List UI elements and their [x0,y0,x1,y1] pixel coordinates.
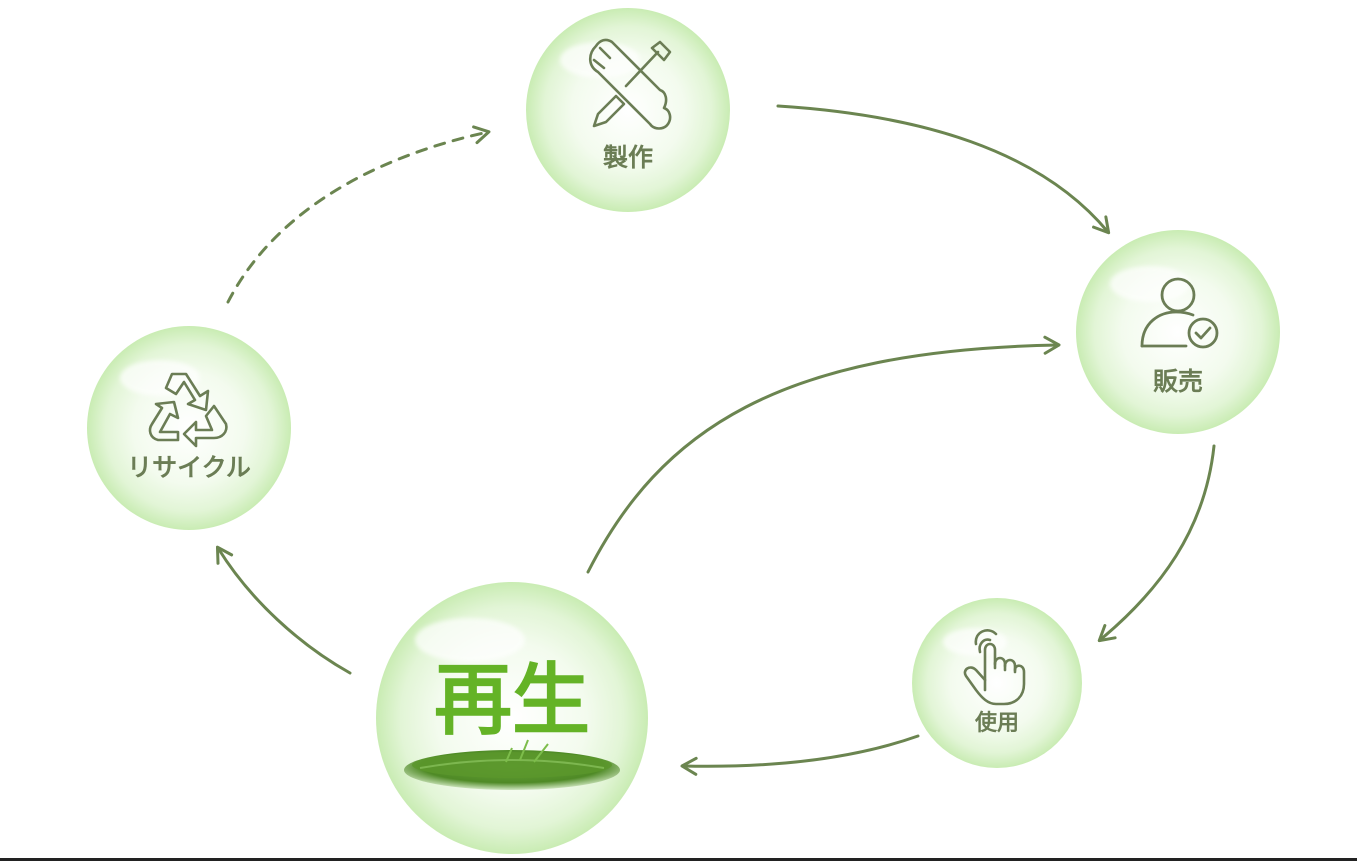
node-use: 使用 [912,598,1082,768]
node-sell-label: 販売 [1153,367,1203,396]
recycle-icon [148,372,228,448]
node-make: 製作 [526,8,730,212]
node-sell: 販売 [1076,230,1280,434]
bubble-use [912,598,1082,768]
node-recycle-label: リサイクル [127,453,251,482]
arrow-make-to-sell [776,104,1111,235]
node-recycle: リサイクル [87,326,291,530]
arrow-sell-to-use [1097,444,1216,643]
grass-patch [404,739,620,790]
arrow-regen-to-recycle [215,545,352,675]
arrow-regen-to-sell [586,335,1061,574]
node-make-label: 製作 [602,143,653,172]
node-regen-title: 再生 [434,656,590,746]
bubble-sell [1076,230,1280,434]
node-regen: 再生 [376,582,648,854]
arrow-recycle-to-make-dashed [226,125,491,304]
arrow-use-to-regen [680,734,920,776]
user-check-icon [1140,277,1219,349]
wrench-screwdriver-icon [588,38,672,130]
node-use-label: 使用 [974,711,1019,736]
bubble-make [526,8,730,212]
hand-pointer-icon [963,629,1026,706]
cycle-arrows [215,104,1216,776]
bottom-border [0,858,1357,861]
